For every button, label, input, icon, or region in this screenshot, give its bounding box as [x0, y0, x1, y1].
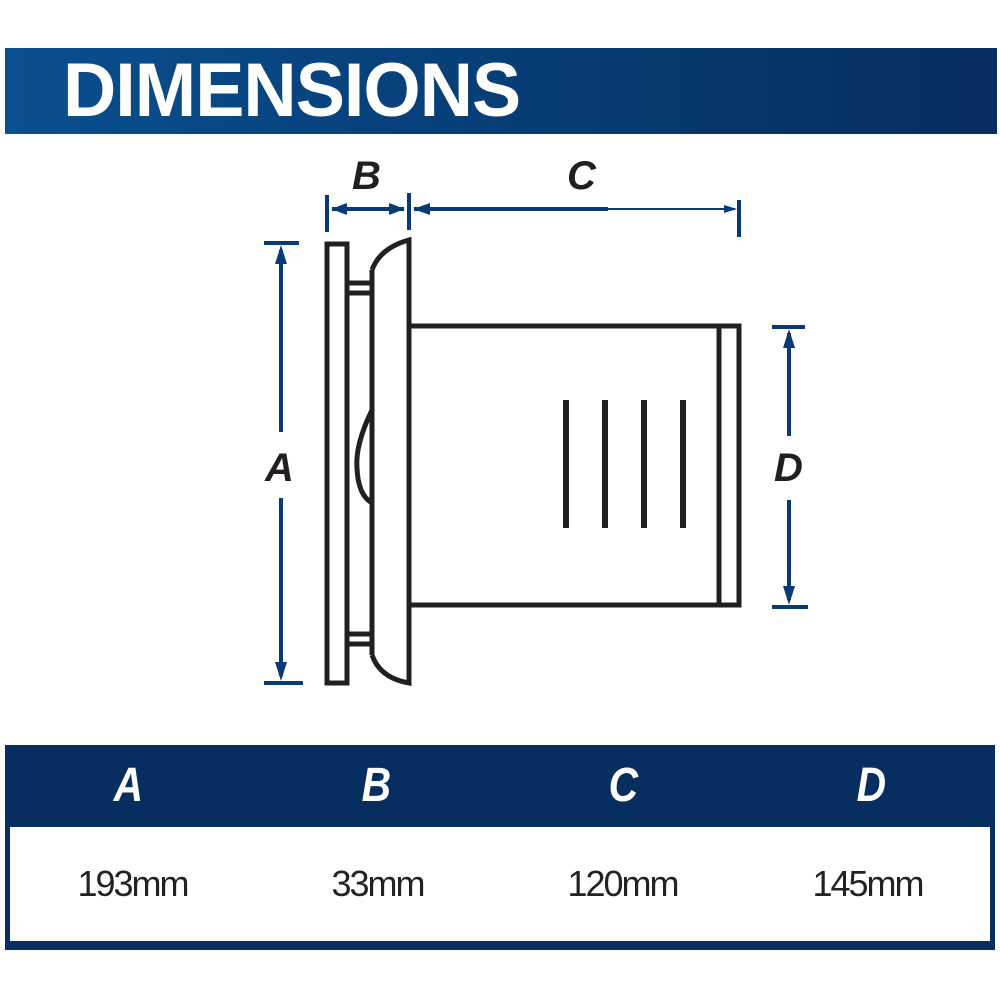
vent-slots [563, 400, 686, 528]
cell-value: 33mm [331, 863, 425, 904]
dimension-lines [264, 193, 808, 685]
table-header-d: D [748, 745, 996, 825]
title-banner: DIMENSIONS [5, 48, 997, 134]
header-label: A [114, 758, 144, 812]
dimension-label-b: B [352, 154, 381, 198]
header-label: C [609, 758, 639, 812]
table-header-a: A [5, 745, 253, 825]
table-cell-d: 145mm [745, 827, 990, 941]
dimension-diagram: B C A D [0, 140, 1000, 740]
page-title: DIMENSIONS [63, 48, 521, 133]
cell-value: 145mm [812, 863, 924, 904]
fan-outline [324, 236, 742, 686]
table-cell-b: 33mm [255, 827, 500, 941]
table-header-row: A B C D [5, 745, 995, 825]
dimension-label-c: C [567, 154, 596, 198]
cell-value: 193mm [77, 863, 189, 904]
dimension-label-d: D [774, 446, 803, 490]
table-cell-a: 193mm [10, 827, 255, 941]
table-header-c: C [500, 745, 748, 825]
table-value-row: 193mm 33mm 120mm 145mm [10, 827, 990, 941]
cell-value: 120mm [567, 863, 679, 904]
header-label: D [856, 758, 886, 812]
table-cell-c: 120mm [500, 827, 745, 941]
dimensions-table: A B C D 193mm 33mm 120mm 145mm [5, 745, 995, 950]
table-header-b: B [253, 745, 501, 825]
header-label: B [361, 758, 391, 812]
dimension-label-a: A [265, 446, 294, 490]
